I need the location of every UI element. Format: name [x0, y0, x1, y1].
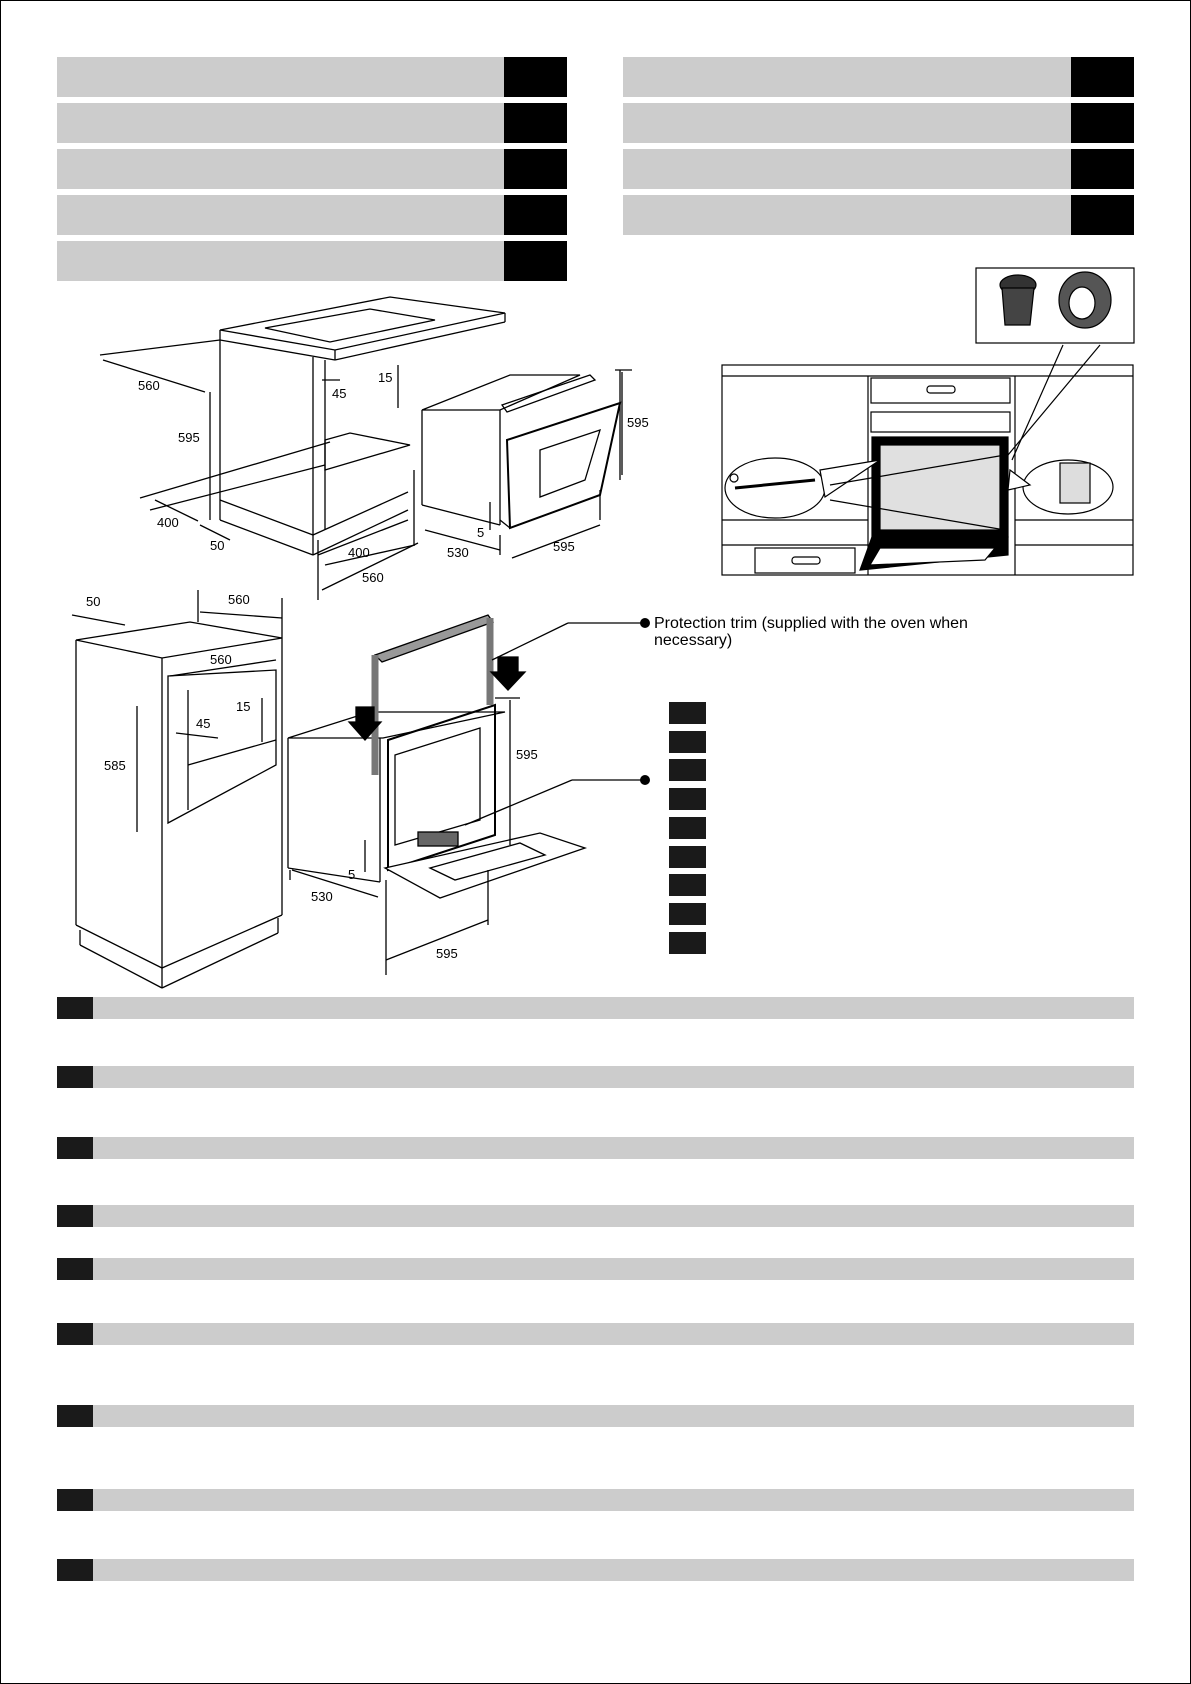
legend-key	[669, 816, 706, 839]
undercounter-cabinet-diagram	[99, 296, 506, 600]
legend-key	[669, 702, 706, 724]
dim-bottom-depth: 400	[348, 545, 370, 560]
dim-oven-gap: 5	[477, 525, 484, 540]
dim-niche-side: 45	[196, 716, 210, 731]
oven-with-trim-diagram	[287, 614, 644, 975]
language-bar	[623, 149, 1134, 189]
section-code-box	[57, 1323, 93, 1345]
language-code-box	[504, 57, 567, 97]
legend-key	[669, 730, 706, 753]
legend-key	[669, 874, 706, 897]
section-code-box	[57, 1489, 93, 1511]
dim-oven-gap-b: 5	[348, 867, 355, 882]
language-bar	[57, 57, 567, 97]
dim-oven-depth-b: 530	[311, 889, 333, 904]
section-bar	[57, 997, 1134, 1019]
section-code-box	[57, 1066, 93, 1088]
language-code-box	[1071, 195, 1134, 235]
language-bar	[623, 195, 1134, 235]
dim-cabinet-width: 560	[138, 378, 160, 393]
dim-oven-height-b: 595	[516, 747, 538, 762]
dim-vent-gap: 50	[210, 538, 224, 553]
callout-dot-trim	[640, 618, 650, 628]
section-bar	[57, 1323, 1134, 1345]
section-bar	[57, 1405, 1134, 1427]
section-bar	[57, 1258, 1134, 1280]
dim-bottom-width: 560	[362, 570, 384, 585]
legend-key	[669, 788, 706, 811]
language-code-box	[1071, 103, 1134, 143]
dim-oven-width: 595	[553, 539, 575, 554]
kitchen-fixing-diagram	[721, 267, 1135, 576]
language-bar	[57, 149, 567, 189]
language-code-box	[1071, 57, 1134, 97]
legend-key	[669, 759, 706, 782]
dimension-labels-top: 560 595 400 50 400 560 15 45 595 530 595…	[138, 370, 649, 585]
dim-cabinet-height: 595	[178, 430, 200, 445]
dim-side-gap: 45	[332, 386, 346, 401]
dim-oven-depth: 530	[447, 545, 469, 560]
language-code-box	[1071, 149, 1134, 189]
language-code-box	[504, 241, 567, 281]
oven-front-view-top	[421, 369, 632, 559]
section-bar	[57, 1559, 1134, 1581]
dim-vent-depth: 400	[157, 515, 179, 530]
countertop-opening	[264, 308, 436, 343]
section-code-box	[57, 1405, 93, 1427]
callout-dot-door	[640, 775, 650, 785]
legend-key	[669, 902, 706, 925]
protection-trim-callout: Protection trim (supplied with the oven …	[654, 615, 968, 649]
legend-key	[669, 931, 706, 954]
section-bar	[57, 1066, 1134, 1088]
tall-cabinet-diagram	[71, 590, 283, 989]
language-bar	[57, 241, 567, 281]
dim-oven-width-b: 595	[436, 946, 458, 961]
dim-oven-height: 595	[627, 415, 649, 430]
dim-niche-height: 585	[104, 758, 126, 773]
section-code-box	[57, 1559, 93, 1581]
language-bar	[623, 103, 1134, 143]
section-code-box	[57, 1137, 93, 1159]
dim-col-width: 560	[228, 592, 250, 607]
language-code-box	[504, 195, 567, 235]
dim-niche-gap-top: 15	[236, 699, 250, 714]
dim-col-gap: 50	[86, 594, 100, 609]
section-bar	[57, 1489, 1134, 1511]
grommet-icon	[999, 271, 1112, 329]
section-code-box	[57, 997, 93, 1019]
dim-gap-top: 15	[378, 370, 392, 385]
section-code-box	[57, 1205, 93, 1227]
dimension-labels-bottom: 50 560 560 15 45 585 595 5 530 595	[86, 592, 538, 961]
section-bar	[57, 1137, 1134, 1159]
countertop	[219, 296, 506, 351]
language-bar	[57, 103, 567, 143]
language-code-box	[504, 103, 567, 143]
language-bar	[623, 57, 1134, 97]
language-code-box	[504, 149, 567, 189]
language-bar	[57, 195, 567, 235]
dim-niche-width: 560	[210, 652, 232, 667]
section-code-box	[57, 1258, 93, 1280]
legend-key	[669, 845, 706, 868]
section-bar	[57, 1205, 1134, 1227]
protection-trim	[373, 614, 495, 663]
